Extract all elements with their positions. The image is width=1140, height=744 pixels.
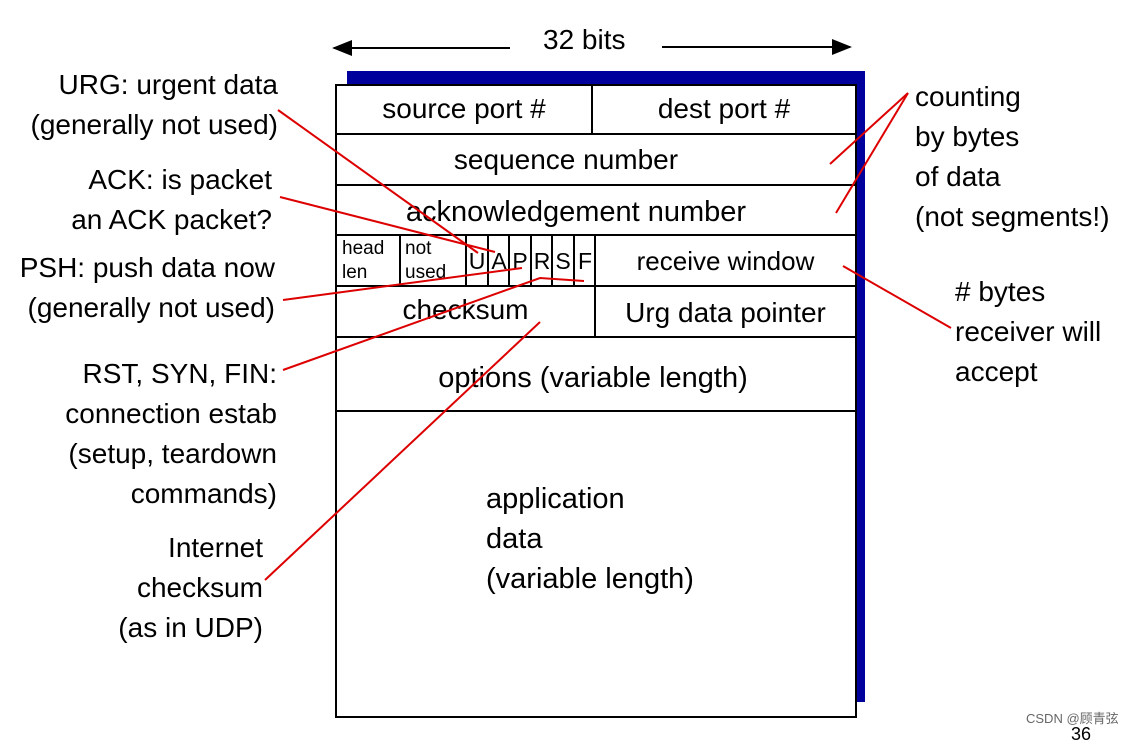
not-used-line: used bbox=[405, 262, 447, 283]
annotation-line: (generally not used) bbox=[27, 292, 275, 323]
annotation-line: connection estab bbox=[65, 398, 277, 429]
flag-p: P bbox=[512, 248, 528, 274]
row-divider bbox=[337, 133, 855, 135]
annotation-line: accept bbox=[955, 356, 1038, 387]
head-len-line: len bbox=[342, 262, 368, 283]
urg-pointer-line bbox=[277, 109, 479, 254]
head-len-line: head bbox=[342, 238, 385, 259]
tcp-segment: source port # dest port # sequence numbe… bbox=[335, 84, 857, 718]
annotation-line: of data bbox=[915, 161, 1001, 192]
urg-pointer-field: Urg data pointer bbox=[625, 297, 826, 328]
rst-syn-fin-annotation: RST, SYN, FIN: connection estab (setup, … bbox=[65, 354, 277, 514]
col-divider bbox=[551, 235, 553, 286]
col-divider bbox=[573, 235, 575, 286]
watermark: CSDN @顾青弦 bbox=[1026, 711, 1119, 726]
annotation-line: Internet bbox=[168, 532, 263, 563]
row-divider bbox=[337, 285, 855, 287]
ack-annotation: ACK: is packet an ACK packet? bbox=[71, 160, 272, 240]
col-divider bbox=[508, 235, 510, 286]
annotation-line: ACK: is packet bbox=[88, 164, 272, 195]
annotation-line: RST, SYN, FIN: bbox=[82, 358, 277, 389]
annotation-line: commands) bbox=[130, 478, 277, 509]
col-divider bbox=[591, 86, 593, 134]
flag-u: U bbox=[468, 248, 486, 274]
row-divider bbox=[337, 410, 855, 412]
pointer-lines bbox=[264, 92, 952, 581]
row-divider bbox=[337, 234, 855, 236]
options-field: options (variable length) bbox=[438, 362, 748, 394]
width-label: 32 bits bbox=[543, 24, 626, 55]
receive-window-field: receive window bbox=[636, 246, 815, 276]
bytes-annotation: # bytes receiver will accept bbox=[955, 272, 1101, 392]
application-data-field: application data (variable length) bbox=[486, 479, 694, 599]
not-used-field: not used bbox=[405, 237, 446, 285]
counting-annotation: counting by bytes of data (not segments!… bbox=[915, 77, 1110, 237]
psh-pointer-line bbox=[282, 267, 523, 301]
app-data-line: application bbox=[486, 483, 625, 515]
row-divider bbox=[337, 184, 855, 186]
head-len-field: head len bbox=[342, 237, 384, 285]
annotation-line: URG: urgent data bbox=[58, 69, 278, 100]
rst-pointer-line bbox=[282, 276, 585, 371]
annotation-line: # bytes bbox=[955, 276, 1046, 307]
col-divider bbox=[487, 235, 489, 286]
col-divider bbox=[530, 235, 532, 286]
annotation-line: counting bbox=[915, 81, 1021, 112]
source-port-field: source port # bbox=[382, 93, 546, 124]
counting-pointer-line-2 bbox=[835, 92, 909, 214]
annotation-line: (not segments!) bbox=[915, 201, 1110, 232]
flag-r: R bbox=[533, 248, 551, 274]
annotation-line: (setup, teardown bbox=[68, 438, 277, 469]
col-divider bbox=[594, 235, 596, 337]
not-used-line: not bbox=[405, 238, 432, 259]
annotation-line: an ACK packet? bbox=[71, 204, 272, 235]
col-divider bbox=[465, 235, 467, 286]
ack-pointer-line bbox=[279, 196, 496, 253]
flag-f: F bbox=[577, 248, 593, 274]
annotation-line: PSH: push data now bbox=[19, 252, 275, 283]
annotation-line: checksum bbox=[136, 572, 263, 603]
app-data-line: (variable length) bbox=[486, 563, 694, 595]
annotation-line: (as in UDP) bbox=[118, 612, 263, 643]
checksum-pointer-line bbox=[264, 321, 541, 581]
flag-s: S bbox=[555, 248, 571, 274]
ack-number-field: acknowledgement number bbox=[405, 196, 747, 228]
annotation-line: by bytes bbox=[915, 121, 1020, 152]
urg-annotation: URG: urgent data (generally not used) bbox=[31, 65, 278, 145]
annotation-line: receiver will bbox=[955, 316, 1102, 347]
counting-pointer-line-1 bbox=[829, 92, 909, 165]
col-divider bbox=[399, 235, 401, 286]
flag-a: A bbox=[491, 248, 507, 274]
checksum-annotation: Internet checksum (as in UDP) bbox=[118, 528, 263, 648]
app-data-line: data bbox=[486, 523, 543, 555]
psh-annotation: PSH: push data now (generally not used) bbox=[20, 248, 275, 328]
bytes-pointer-line bbox=[842, 265, 952, 329]
sequence-number-field: sequence number bbox=[453, 144, 679, 175]
dest-port-field: dest port # bbox=[657, 93, 791, 124]
annotation-line: (generally not used) bbox=[30, 109, 278, 140]
row-divider bbox=[337, 336, 855, 338]
